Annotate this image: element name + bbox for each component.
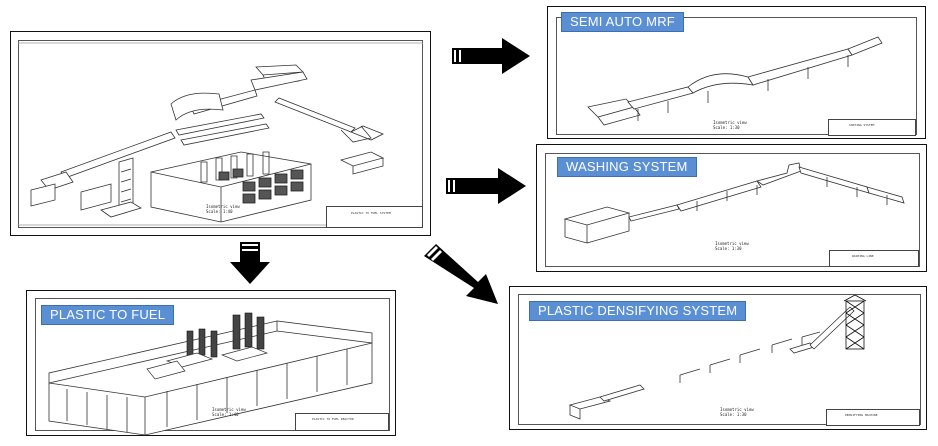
drawing-sheet-border: [545, 153, 920, 267]
arrow-right-icon: [452, 38, 530, 74]
washing-system-title-block: WASHING LINE: [829, 250, 919, 267]
washing-system-title-block-text: WASHING LINE: [852, 254, 874, 258]
drawing-sheet-border: [18, 40, 423, 228]
washing-system-isometric-drawing: [563, 162, 905, 244]
semi-auto-mrf-label: SEMI AUTO MRF: [561, 12, 684, 32]
semi-auto-mrf-title-block: SORTING SYSTEM: [828, 119, 916, 136]
semi-auto-mrf-isometric-drawing: [587, 36, 883, 126]
plastic-densifying-title-block-text: DENSIFYING MACHINE: [845, 413, 878, 417]
plastic-to-fuel-title-block: PLASTIC TO FUEL REACTOR: [295, 413, 389, 431]
plastic-to-fuel-label: PLASTIC TO FUEL: [41, 305, 175, 325]
plastic-densifying-system-label: PLASTIC DENSIFYING SYSTEM: [529, 301, 747, 321]
plastic-to-fuel-title-block-text: PLASTIC TO FUEL REACTOR: [312, 417, 354, 421]
main-plant-isometric-drawing: [18, 42, 423, 226]
arrow-down-icon: [230, 242, 270, 284]
drawing-sheet-border: [556, 17, 917, 135]
semi-auto-mrf-title-block-text: SORTING SYSTEM: [849, 123, 875, 127]
plastic-densifying-title-block: DENSIFYING MACHINE: [826, 409, 920, 426]
washing-system-label: WASHING SYSTEM: [557, 157, 697, 177]
arrow-diagonal-down-right-icon: [424, 244, 498, 304]
plastic-densifying-system-panel: PLASTIC DENSIFYING SYSTEM Isometric view…: [509, 286, 927, 430]
arrow-right-icon: [446, 168, 526, 204]
drawing-sheet-border: [518, 294, 921, 425]
main-title-block: PLASTIC TO FUEL SYSTEM: [326, 206, 423, 228]
plastic-densifying-isometric-drawing: [568, 294, 867, 420]
main-title-block-text: PLASTIC TO FUEL SYSTEM: [351, 211, 391, 215]
plastic-to-fuel-isometric-drawing: [48, 312, 373, 436]
drawing-sheet-border: [35, 298, 390, 431]
